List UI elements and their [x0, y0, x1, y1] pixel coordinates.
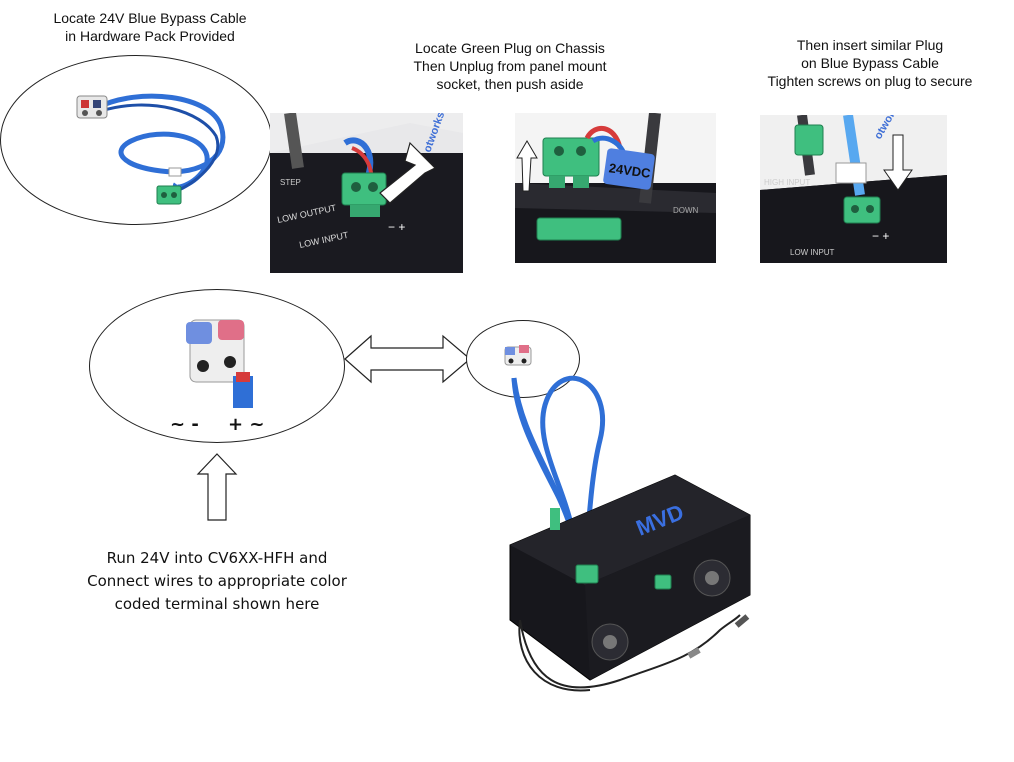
step1-caption: Locate 24V Blue Bypass Cable in Hardware… [22, 9, 278, 45]
high-input-label: HIGH INPUT [764, 178, 810, 187]
step3-caption: Then insert similar Plug on Blue Bypass … [750, 36, 990, 90]
terminal-block-image [186, 319, 253, 408]
caption-line: Connect wires to appropriate color [87, 572, 347, 590]
caption-line: Run 24V into CV6XX-HFH and [106, 549, 328, 567]
bypass-plug-inserted-photo: HIGH INPUT LOW INPUT − + otworks [760, 115, 947, 263]
caption-line: Then Unplug from panel mount [413, 58, 607, 74]
caption-line: coded terminal shown here [114, 595, 320, 613]
terminal-left-label: ~ - [170, 414, 199, 435]
low-input-label-2: LOW INPUT [790, 248, 835, 257]
polarity-mark: − + [388, 220, 405, 234]
step2-caption: Locate Green Plug on Chassis Then Unplug… [385, 39, 635, 93]
terminal-right-label: + ~ [228, 414, 265, 435]
bypass-cable-image [76, 93, 226, 205]
step-label: STEP [280, 178, 301, 187]
plug-voltage-label: 24VDC [608, 160, 652, 181]
unplugged-connector-photo: 24VDC DOWN [515, 113, 716, 263]
bypass-cable-ellipse [0, 55, 272, 225]
polarity-mark-2: − + [872, 229, 889, 243]
caption-line: in Hardware Pack Provided [65, 28, 235, 44]
terminal-closeup-ellipse: ~ - + ~ [89, 289, 345, 443]
connector-small-ellipse [466, 320, 580, 398]
caption-line: socket, then push aside [436, 76, 584, 92]
down-label: DOWN [673, 206, 699, 215]
chassis-plug-photo: LOW OUTPUT LOW INPUT STEP − + otworks [270, 113, 463, 273]
run-24v-caption: Run 24V into CV6XX-HFH and Connect wires… [62, 547, 372, 616]
double-arrow-icon [344, 334, 471, 384]
caption-line: Tighten screws on plug to secure [767, 73, 973, 89]
caption-line: Then insert similar Plug [796, 37, 944, 53]
up-arrow-icon [196, 453, 238, 521]
driver-unit-image: MVD [509, 375, 751, 692]
caption-line: Locate 24V Blue Bypass Cable [53, 10, 247, 26]
caption-line: on Blue Bypass Cable [801, 55, 939, 71]
caption-line: Locate Green Plug on Chassis [415, 40, 605, 56]
